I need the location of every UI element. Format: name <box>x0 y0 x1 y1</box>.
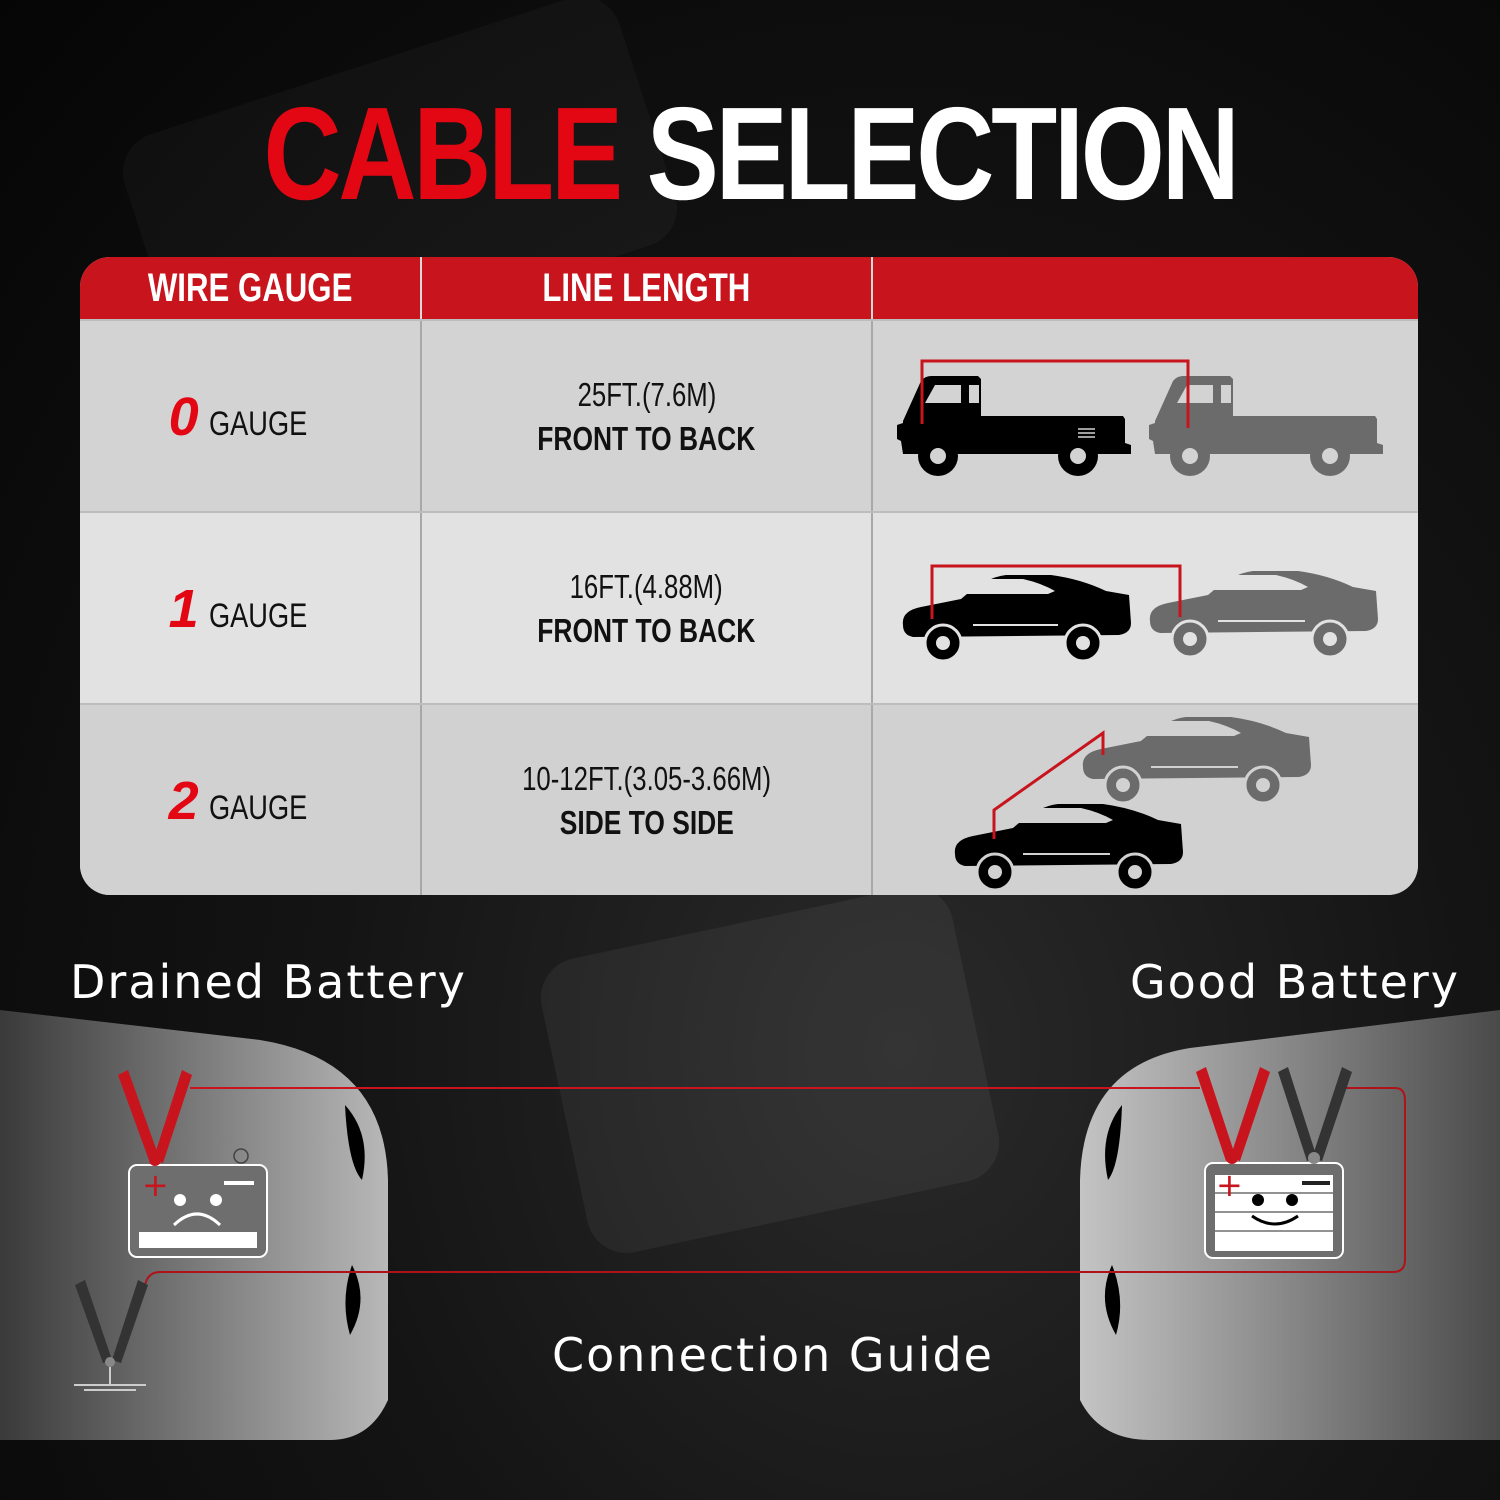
table-row: 1 GAUGE 16FT.(4.88M) FRONT TO BACK <box>80 511 1418 705</box>
illustration-cell <box>873 513 1418 705</box>
good-battery-icon: + <box>1204 1162 1344 1259</box>
gauge-cell: 0 GAUGE <box>80 321 422 513</box>
table-row: 0 GAUGE 25FT.(7.6M) FRONT TO BACK <box>80 319 1418 513</box>
drained-battery-icon: + <box>128 1148 268 1258</box>
pickup-trucks-icon <box>897 359 1383 476</box>
black-clamp-icon <box>75 1280 148 1367</box>
illustration-cell <box>873 321 1418 513</box>
gauge-number: 0 <box>168 387 199 447</box>
svg-text:+: + <box>1216 1166 1243 1204</box>
gauge-cell: 1 GAUGE <box>80 513 422 705</box>
black-clamp-icon <box>1278 1067 1352 1164</box>
connection-guide-caption: Connection Guide <box>552 1328 994 1382</box>
two-cars-front-to-back-icon <box>902 564 1378 663</box>
connection-direction: SIDE TO SIDE <box>559 804 734 841</box>
two-cars-side-to-side-icon <box>954 717 1311 892</box>
length-cell: 10-12FT.(3.05-3.66M) SIDE TO SIDE <box>422 705 873 895</box>
gauge-cell: 2 GAUGE <box>80 705 422 895</box>
table-row: 2 GAUGE 10-12FT.(3.05-3.66M) SIDE TO SID… <box>80 703 1418 895</box>
gauge-label: GAUGE <box>208 789 307 827</box>
drained-battery-label: Drained Battery <box>70 955 467 1009</box>
illustration-cell <box>873 705 1418 895</box>
header-illustration <box>873 257 1418 319</box>
connection-direction: FRONT TO BACK <box>537 612 756 649</box>
line-length: 16FT.(4.88M) <box>569 568 724 605</box>
length-cell: 25FT.(7.6M) FRONT TO BACK <box>422 321 873 513</box>
gauge-label: GAUGE <box>208 597 307 635</box>
title-part-white: SELECTION <box>646 80 1240 227</box>
page-title: CABLE SELECTION <box>135 88 1365 220</box>
table-header: WIRE GAUGE LINE LENGTH <box>80 257 1418 319</box>
connection-direction: FRONT TO BACK <box>537 420 756 457</box>
line-length: 25FT.(7.6M) <box>577 376 716 413</box>
negative-cable <box>144 1087 1406 1286</box>
svg-text:+: + <box>142 1166 169 1204</box>
gauge-number: 1 <box>168 579 199 639</box>
red-clamp-icon <box>118 1070 192 1166</box>
gauge-number: 2 <box>168 771 199 831</box>
good-battery-label: Good Battery <box>1130 955 1461 1009</box>
gauge-label: GAUGE <box>208 405 307 443</box>
length-cell: 16FT.(4.88M) FRONT TO BACK <box>422 513 873 705</box>
cable-selection-table: WIRE GAUGE LINE LENGTH 0 GAUGE 25FT.(7.6… <box>80 257 1418 895</box>
connection-diagram: + + <box>0 1010 1500 1440</box>
header-wire-gauge: WIRE GAUGE <box>80 257 422 319</box>
red-clamp-icon <box>1196 1067 1270 1164</box>
line-length: 10-12FT.(3.05-3.66M) <box>522 760 771 797</box>
header-line-length: LINE LENGTH <box>422 257 873 319</box>
ground-symbol-icon <box>74 1367 146 1391</box>
title-part-red: CABLE <box>263 80 623 227</box>
